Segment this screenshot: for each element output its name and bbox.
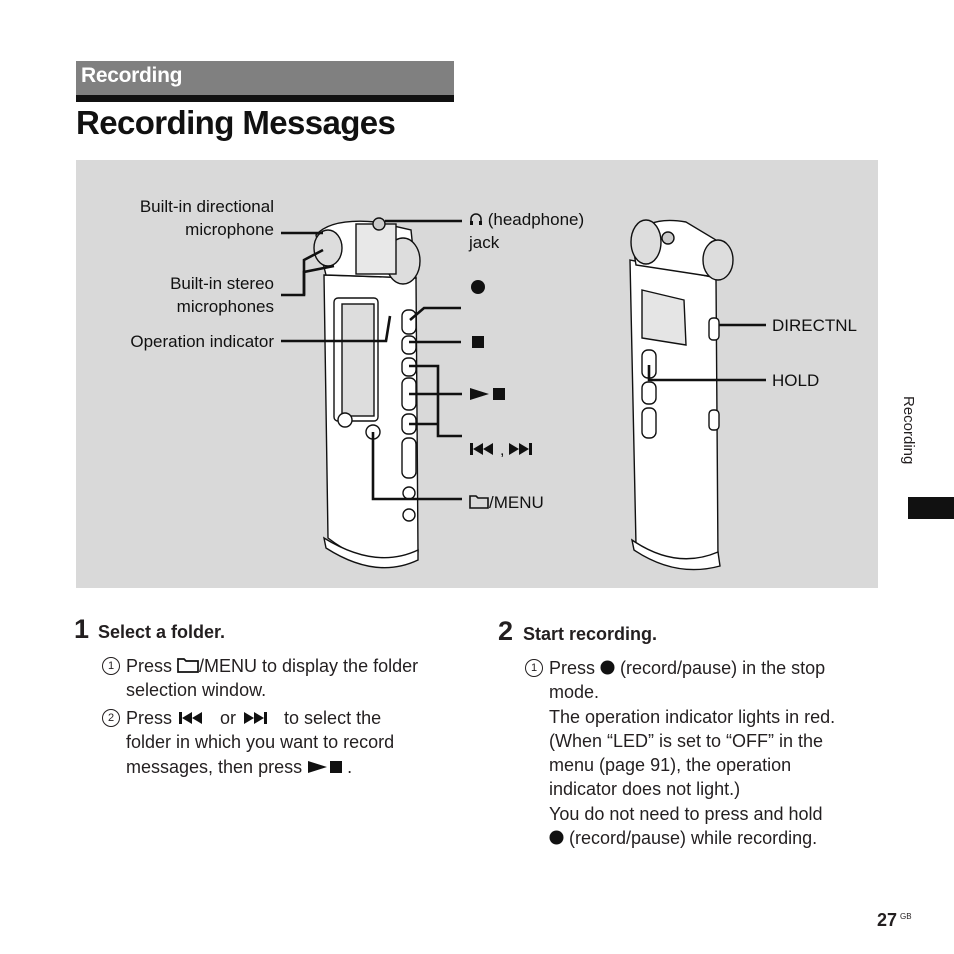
label-headphone-line1: (headphone) bbox=[487, 210, 585, 229]
directnl-switch bbox=[708, 317, 720, 341]
side-tab-marker bbox=[908, 497, 954, 519]
play-stop-icon bbox=[470, 388, 505, 400]
page-number-suffix: GB bbox=[900, 912, 912, 921]
record-button-shape bbox=[401, 309, 417, 335]
play-stop-icon bbox=[308, 760, 343, 773]
step-2-title: Start recording. bbox=[523, 624, 658, 644]
label-directional-mic-line1: Built-in directional bbox=[139, 197, 274, 216]
page-number: 27 bbox=[877, 910, 898, 930]
label-stereo-mics: Built-in stereo microphones bbox=[170, 272, 274, 318]
label-operation-indicator: Operation indicator bbox=[130, 332, 274, 351]
label-folder-menu: /MENU bbox=[469, 491, 544, 514]
side-tab-label: Recording bbox=[900, 396, 917, 465]
step-1-title: Select a folder. bbox=[98, 622, 226, 642]
folder-icon bbox=[469, 495, 489, 509]
folder-icon bbox=[177, 658, 199, 673]
step-2-item-1-number: 1 bbox=[525, 659, 543, 677]
record-icon bbox=[600, 660, 615, 675]
record-icon bbox=[549, 830, 564, 845]
step-2-item-1: 1 Press (record/pause) in the stop mode.… bbox=[525, 656, 889, 850]
step-1-item-1-number: 1 bbox=[102, 657, 120, 675]
label-headphone-line2: jack bbox=[469, 233, 500, 252]
section-header-bar: Recording bbox=[76, 61, 454, 102]
step-1-number: 1 bbox=[74, 614, 90, 644]
speaker-grille bbox=[641, 289, 687, 346]
leader-lines bbox=[281, 219, 766, 501]
step-1-item-2: 2 Press or to select the folder in which… bbox=[102, 706, 456, 779]
stop-icon bbox=[472, 336, 484, 348]
device-illustration: Built-in directional microphone Built-in… bbox=[76, 160, 878, 588]
rewind-icon bbox=[179, 712, 203, 724]
step-1-item-1: 1 Press /MENU to display the folder sele… bbox=[102, 654, 456, 703]
label-hold: HOLD bbox=[772, 371, 820, 390]
svg-text:,: , bbox=[500, 442, 504, 457]
rewind-icon bbox=[470, 443, 493, 455]
label-stereo-mics-line2: microphones bbox=[176, 297, 274, 316]
step-1-item-2-number: 2 bbox=[102, 709, 120, 727]
step-2-number: 2 bbox=[498, 616, 514, 646]
headphone-jack-hole bbox=[372, 217, 386, 231]
label-directnl: DIRECTNL bbox=[772, 316, 858, 335]
record-icon bbox=[471, 280, 485, 294]
headphone-icon bbox=[470, 213, 482, 225]
section-label: Recording bbox=[81, 64, 183, 87]
label-headphone-jack: (headphone) jack bbox=[469, 208, 584, 254]
page-title: Recording Messages bbox=[76, 104, 396, 141]
fast-forward-icon bbox=[244, 712, 268, 724]
label-directional-mic-line2: microphone bbox=[185, 220, 274, 239]
recorder-drawing bbox=[281, 217, 766, 571]
label-stereo-mics-line1: Built-in stereo bbox=[170, 274, 274, 293]
label-menu-text: /MENU bbox=[489, 493, 544, 512]
rewind-ff-icons: , bbox=[470, 442, 532, 457]
fast-forward-icon bbox=[509, 443, 532, 455]
label-directional-mic: Built-in directional microphone bbox=[140, 195, 274, 241]
